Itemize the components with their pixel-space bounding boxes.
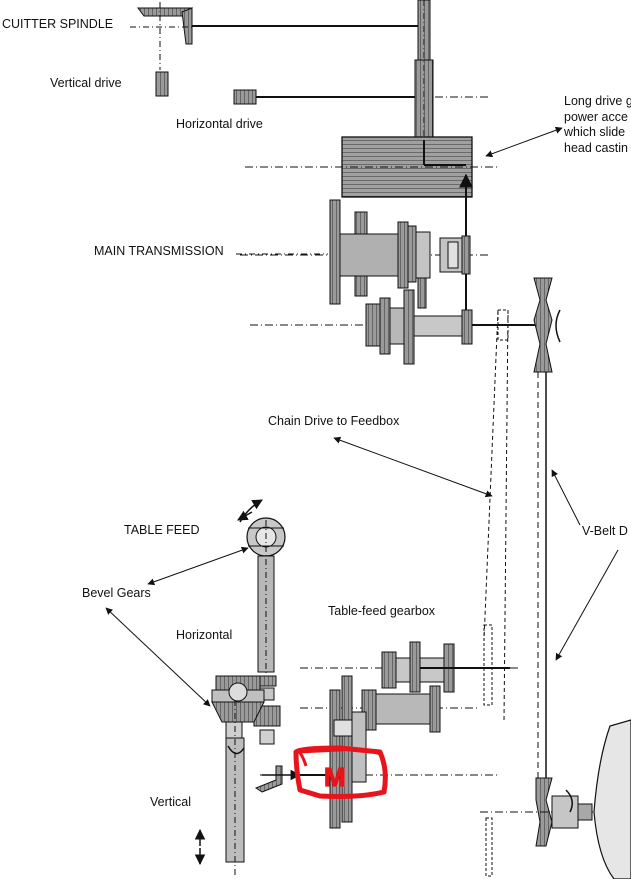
label-cutter-spindle: CUITTER SPINDLE	[2, 17, 114, 31]
gearbox-input	[254, 765, 330, 793]
horizontal-drive-gear	[233, 89, 490, 105]
label-horizontal: Horizontal	[176, 628, 233, 642]
table-feed-column	[211, 517, 286, 876]
main-pulley	[533, 277, 561, 373]
motor-pulley	[480, 777, 600, 847]
label-chain-drive: Chain Drive to Feedbox	[268, 414, 400, 428]
motor-body	[593, 719, 631, 879]
motor-mark: M	[324, 762, 346, 792]
cutter-spindle-assembly	[130, 2, 420, 70]
chain-drive	[483, 309, 509, 721]
label-v-belt: V-Belt D	[582, 524, 628, 538]
label-long-drive-line-1: Long drive g	[564, 94, 631, 108]
label-table-feed-gearbox: Table-feed gearbox	[328, 604, 436, 618]
label-long-drive: Long drive g power acce which slide head…	[564, 94, 631, 157]
label-horizontal-drive: Horizontal drive	[176, 117, 263, 131]
label-table-feed: TABLE FEED	[124, 523, 200, 537]
label-long-drive-line-4: head castin	[564, 140, 628, 155]
label-long-drive-line-3: which slide	[564, 125, 626, 140]
label-vertical-drive: Vertical drive	[50, 76, 122, 90]
label-vertical: Vertical	[150, 795, 191, 809]
head-casting-gearbox	[245, 136, 500, 198]
label-long-drive-line-2: power acce	[564, 109, 628, 124]
table-feed-direction-arrows	[237, 499, 263, 523]
label-main-transmission: MAIN TRANSMISSION	[94, 244, 224, 258]
label-bevel-gears: Bevel Gears	[82, 586, 151, 600]
main-transmission	[240, 199, 540, 365]
long-drive-shaft	[414, 0, 434, 141]
leader-lines	[105, 126, 619, 707]
vertical-drive-gear	[155, 71, 169, 97]
motor-annotation: M	[293, 745, 388, 799]
v-belt	[537, 372, 547, 778]
